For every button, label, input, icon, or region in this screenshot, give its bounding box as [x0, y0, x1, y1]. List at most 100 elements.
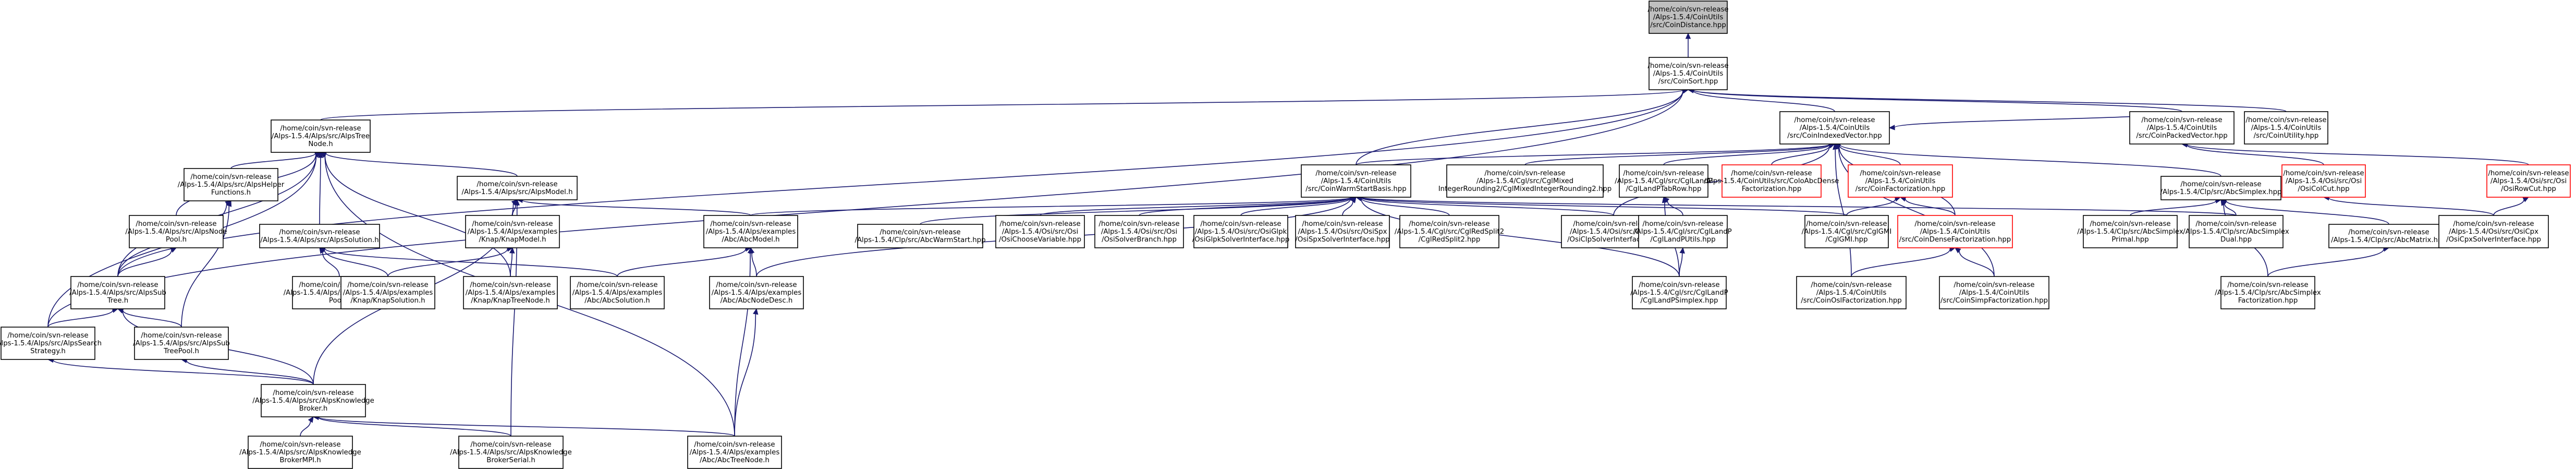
node-abcsolution[interactable]: /home/coin/svn-release/Alps-1.5.4/Alps/e…	[570, 276, 665, 309]
node-abcmodel[interactable]: /home/coin/svn-release/Alps-1.5.4/Alps/e…	[703, 215, 798, 248]
node-label-line: /Abc/AbcModel.h	[722, 236, 779, 244]
node-osispx[interactable]: /home/coin/svn-release/Alps-1.5.4/Osi/sr…	[1295, 215, 1390, 248]
node-label-line: /Alps-1.5.4/Osi/src/Osi	[2286, 177, 2362, 185]
node-label-line: /src/CoinDistance.hpp	[1650, 21, 1726, 29]
node-box	[1619, 164, 1708, 198]
node-box	[457, 176, 578, 200]
node-abcsimplexfact[interactable]: /home/coin/svn-release/Alps-1.5.4/Clp/sr…	[2215, 276, 2321, 309]
node-cglgmi[interactable]: /home/coin/svn-release/Alps-1.5.4/Cgl/sr…	[1802, 215, 1892, 248]
node-cglandptab[interactable]: /home/coin/svn-release/Alps-1.5.4/Cgl/sr…	[1615, 164, 1713, 198]
node-abcwarmstart[interactable]: /home/coin/svn-release/Alps-1.5.4/Clp/sr…	[854, 224, 986, 248]
edge-line	[387, 248, 508, 277]
node-label-line: /home/coin/svn-release	[2227, 281, 2308, 289]
node-label-line: /home/coin/svn-release	[1623, 170, 1704, 177]
node-alpshelper[interactable]: /home/coin/svn-release/Alps-1.5.4/Alps/s…	[178, 168, 285, 201]
node-osicolcut[interactable]: /home/coin/svn-release/Alps-1.5.4/Osi/sr…	[2281, 164, 2366, 198]
node-label-line: /home/coin/svn-release	[1639, 281, 1719, 289]
edge-line	[2493, 199, 2524, 216]
node-label-line: /src/CoinOslFactorization.hpp	[1801, 297, 1902, 305]
node-box	[2438, 215, 2549, 248]
node-coinoslfact[interactable]: /home/coin/svn-release/Alps-1.5.4/CoinUt…	[1796, 276, 1907, 309]
node-label-line: /home/coin/svn-release	[1098, 220, 1179, 228]
node-coindensefact[interactable]: /home/coin/svn-release/Alps-1.5.4/CoinUt…	[1897, 215, 2013, 248]
node-indexedvector[interactable]: /home/coin/svn-release/Alps-1.5.4/CoinUt…	[1779, 111, 1890, 145]
edge-line	[2328, 197, 2494, 216]
node-alpssearch[interactable]: /home/coin/svn-release/Alps-1.5.4/Alps/s…	[0, 327, 102, 360]
node-abcnodedesc[interactable]: /home/coin/svn-release/Alps-1.5.4/Alps/e…	[709, 276, 804, 309]
node-alpsbrokermpi[interactable]: /home/coin/svn-release/Alps-1.5.4/Alps/s…	[239, 436, 361, 469]
node-box	[1939, 276, 2049, 309]
node-cglandpsimplex[interactable]: /home/coin/svn-release/Alps-1.5.4/Cgl/sr…	[1630, 276, 1728, 309]
node-knaptreenode[interactable]: /home/coin/svn-release/Alps-1.5.4/Alps/e…	[463, 276, 558, 309]
node-alpsnodepool[interactable]: /home/coin/svn-release/Alps-1.5.4/Alps/s…	[125, 215, 227, 248]
node-coinutility[interactable]: /home/coin/svn-release/Alps-1.5.4/CoinUt…	[2244, 111, 2328, 145]
node-alpssubtreepool[interactable]: /home/coin/svn-release/Alps-1.5.4/Alps/s…	[133, 327, 230, 360]
node-label-line: /Alps-1.5.4/Clp/src/AbcSimplex.hpp	[2160, 188, 2282, 196]
edge-arrowhead	[1834, 143, 1841, 150]
node-label-line: /CglRedSplit2.hpp	[1419, 236, 1481, 244]
edge-line	[734, 314, 756, 437]
node-alpssubtree[interactable]: /home/coin/svn-release/Alps-1.5.4/Alps/s…	[69, 276, 166, 309]
node-label-line: /Alps-1.5.4/Alps/examples	[466, 289, 556, 297]
node-cglredsplit[interactable]: /home/coin/svn-release/Alps-1.5.4/Cgl/sr…	[1395, 215, 1504, 248]
node-box	[703, 215, 798, 248]
edge-line	[2187, 143, 2529, 165]
node-knapmodel[interactable]: /home/coin/svn-release/Alps-1.5.4/Alps/e…	[465, 215, 560, 248]
edge-n_alpsknowledgebroker-to-n_alpssubtreepool	[180, 357, 314, 385]
node-osiglpk[interactable]: /home/coin/svn-release/Alps-1.5.4/Osi/sr…	[1192, 215, 1290, 248]
node-cglandputils[interactable]: /home/coin/svn-release/Alps-1.5.4/Cgl/sr…	[1634, 215, 1732, 248]
node-abcsimplexprimal[interactable]: /home/coin/svn-release/Alps-1.5.4/Clp/sr…	[2077, 215, 2183, 248]
node-label-line: /src/CoinSimpFactorization.hpp	[1940, 297, 2048, 305]
node-label-line: /Alps-1.5.4/Clp/src/AbcSimplex	[2077, 228, 2183, 236]
node-osichoosevar[interactable]: /home/coin/svn-release/Alps-1.5.4/Osi/sr…	[995, 215, 1085, 248]
node-osisolverbranch[interactable]: /home/coin/svn-release/Alps-1.5.4/Osi/sr…	[1094, 215, 1184, 248]
node-alpsbrokerserial[interactable]: /home/coin/svn-release/Alps-1.5.4/Alps/s…	[450, 436, 572, 469]
node-root[interactable]: /home/coin/svn-release/Alps-1.5.4/CoinUt…	[1647, 1, 1729, 34]
edge-line	[1839, 144, 2221, 177]
node-osicpx[interactable]: /home/coin/svn-release/Alps-1.5.4/Osi/sr…	[2438, 215, 2549, 248]
node-label-line: /home/coin/svn-release	[141, 332, 222, 340]
node-abcsimplexdual[interactable]: /home/coin/svn-release/Alps-1.5.4/Clp/sr…	[2183, 215, 2289, 248]
edge-line	[47, 310, 114, 328]
node-coinfactorization[interactable]: /home/coin/svn-release/Alps-1.5.4/CoinUt…	[1848, 164, 1953, 198]
node-box	[1638, 215, 1728, 248]
node-label-line: /home/coin/svn-release	[470, 281, 551, 289]
node-label-line: /Alps-1.5.4/Alps/src/AlpsSolution.h	[260, 236, 379, 244]
node-cgmixed[interactable]: /home/coin/svn-release/Alps-1.5.4/Cgl/sr…	[1438, 164, 1612, 198]
edge-line	[1360, 198, 1680, 277]
node-alpsmodel[interactable]: /home/coin/svn-release/Alps-1.5.4/Alps/s…	[457, 176, 578, 200]
node-label-line: /home/coin/svn-release	[880, 229, 960, 236]
node-label-line: /home/coin/svn-release	[2488, 170, 2569, 177]
node-label-line: Node.h	[308, 140, 333, 148]
edge-n_alpsbrokermpi-to-n_alpsknowledgebroker	[300, 416, 314, 437]
edge-n_abcsimplexfact-to-n_abcmatrix	[2267, 246, 2390, 277]
edge-line	[322, 252, 340, 277]
node-warmstartbasis[interactable]: /home/coin/svn-release/Alps-1.5.4/CoinUt…	[1301, 164, 1411, 198]
node-abcmatrix[interactable]: /home/coin/svn-release/Alps-1.5.4/Clp/sr…	[2328, 224, 2449, 248]
node-coloabcdense[interactable]: /home/coin/svn-release/Alps-1.5.4/CoinUt…	[1704, 164, 1839, 198]
node-alpstreenode[interactable]: /home/coin/svn-release/Alps-1.5.4/Alps/s…	[271, 119, 371, 153]
node-coinsimpfact[interactable]: /home/coin/svn-release/Alps-1.5.4/CoinUt…	[1939, 276, 2049, 309]
node-alpssolution[interactable]: /home/coin/svn-release/Alps-1.5.4/Alps/s…	[259, 224, 380, 248]
node-label-line: /home/coin/svn-release	[716, 281, 797, 289]
node-label-line: /Alps-1.5.4/CoinUtils	[1959, 289, 2030, 297]
node-label-line: /OsiCpxSolverInterface.hpp	[2446, 236, 2541, 244]
node-coinsort[interactable]: /home/coin/svn-release/Alps-1.5.4/CoinUt…	[1647, 57, 1729, 90]
node-alpsknowledgebroker[interactable]: /home/coin/svn-release/Alps-1.5.4/Alps/s…	[252, 384, 374, 417]
node-label-line: TreePool.h	[163, 347, 199, 355]
node-knapsolution[interactable]: /home/coin/svn-release/Alps-1.5.4/Alps/e…	[340, 276, 435, 309]
node-packedvector[interactable]: /home/coin/svn-release/Alps-1.5.4/CoinUt…	[2129, 111, 2235, 145]
node-label-line: /home/coin/svn-release	[1573, 220, 1654, 228]
node-osirowcut[interactable]: /home/coin/svn-release/Alps-1.5.4/Osi/sr…	[2486, 164, 2571, 198]
node-label-line: /Alps-1.5.4/Clp/src/AbcMatrix.hpp	[2331, 236, 2447, 244]
node-box	[70, 276, 165, 309]
node-label-line: Tree.h	[107, 297, 128, 305]
node-label-line: IntegerRounding2/CglMixedIntegerRounding…	[1438, 185, 1612, 193]
edge-arrowhead	[314, 152, 322, 158]
node-label-line: /home/coin/svn-release	[1315, 170, 1396, 177]
node-label-line: /Alps-1.5.4/Alps/examples	[712, 289, 802, 297]
node-clpsimplex[interactable]: /home/coin/svn-release/Alps-1.5.4/Clp/sr…	[2160, 176, 2282, 200]
edge-line	[122, 310, 182, 328]
node-label-line: Primal.hpp	[2111, 236, 2148, 244]
node-abctreenode[interactable]: /home/coin/svn-release/Alps-1.5.4/Alps/e…	[687, 436, 782, 469]
